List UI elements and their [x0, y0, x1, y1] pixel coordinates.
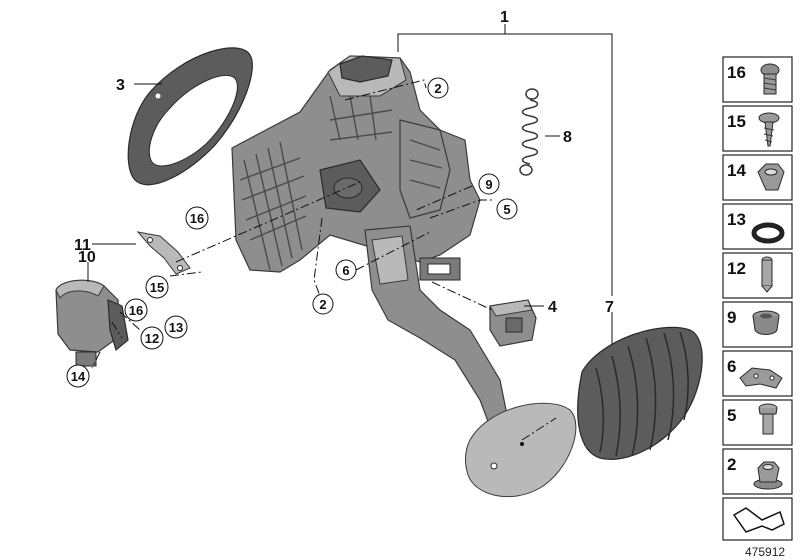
- connector-part: [489, 299, 537, 347]
- ref-9: 9: [478, 173, 500, 195]
- legend-cell-12: 12: [722, 252, 793, 299]
- svg-text:2: 2: [727, 455, 736, 474]
- ref-14: 14: [66, 364, 90, 388]
- svg-text:14: 14: [727, 161, 746, 180]
- svg-text:15: 15: [727, 112, 746, 131]
- svg-text:2: 2: [434, 81, 441, 96]
- svg-text:12: 12: [145, 331, 159, 346]
- o-ring-icon: [751, 222, 785, 244]
- return-spring-part: [519, 88, 539, 176]
- pedal-plate-part: [465, 402, 577, 498]
- hex-nut-icon: [757, 163, 785, 191]
- dashed-leader-lines: [91, 79, 557, 441]
- callout-11: 11: [74, 237, 91, 254]
- pin-icon: [761, 256, 773, 293]
- pedal-sensor-part: [55, 279, 129, 367]
- legend-cell-16: 16: [722, 56, 793, 103]
- ref-13: 13: [164, 315, 188, 339]
- bushing-icon: [752, 310, 780, 335]
- svg-text:12: 12: [727, 259, 746, 278]
- callout-10-label: 10: [78, 249, 96, 266]
- self-tapping-screw-icon: [758, 112, 780, 147]
- legend-cell-15: 15: [722, 105, 793, 152]
- ref-15: 15: [145, 275, 169, 299]
- svg-text:2: 2: [319, 297, 326, 312]
- ref-12: 12: [140, 326, 164, 350]
- clip-icon: [739, 367, 783, 389]
- legend-cell-14: 14: [722, 154, 793, 201]
- svg-text:16: 16: [190, 211, 204, 226]
- doc-number: 475912: [745, 545, 785, 559]
- callout-3: 3: [116, 77, 125, 94]
- ref-6: 6: [335, 259, 357, 281]
- gasket-part: [127, 47, 253, 186]
- pedal-bracket-part: [231, 55, 511, 441]
- svg-text:13: 13: [727, 210, 746, 229]
- ref-16-top: 16: [185, 206, 209, 230]
- svg-text:14: 14: [71, 369, 86, 384]
- ref-2-bottom: 2: [312, 293, 334, 315]
- legend-cell-2: 2: [722, 448, 793, 495]
- flange-nut-icon: [753, 461, 783, 490]
- svg-text:9: 9: [485, 177, 492, 192]
- svg-text:16: 16: [727, 63, 746, 82]
- callout-4: 4: [548, 299, 557, 316]
- svg-text:5: 5: [503, 202, 510, 217]
- svg-text:15: 15: [150, 280, 164, 295]
- ref-5: 5: [496, 198, 518, 220]
- callout-1: 1: [500, 9, 509, 26]
- direction-arrow-icon: [732, 507, 785, 533]
- svg-text:5: 5: [727, 406, 736, 425]
- legend-cell-5: 5: [722, 399, 793, 446]
- callout-8: 8: [563, 129, 572, 146]
- pedal-pad-part: [577, 326, 703, 460]
- ref-callouts: 2 9 5 6 2 16 15 16: [66, 77, 518, 388]
- legend-cell-13: 13: [722, 203, 793, 250]
- leader-lines: [87, 24, 613, 345]
- ref-2-top: 2: [427, 77, 449, 99]
- legend-cell-9: 9: [722, 301, 793, 348]
- svg-text:13: 13: [169, 320, 183, 335]
- legend-cell-arrow: [722, 497, 793, 541]
- svg-text:6: 6: [727, 357, 736, 376]
- callout-7: 7: [605, 299, 614, 316]
- torx-bolt-icon: [760, 63, 780, 95]
- parts-legend: 16 15 14: [722, 56, 793, 541]
- legend-cell-6: 6: [722, 350, 793, 397]
- svg-text:9: 9: [727, 308, 736, 327]
- main-callouts: 1 3 8 4 7 11 10: [74, 9, 614, 316]
- sensor-bracket-part: [136, 231, 191, 275]
- svg-text:6: 6: [342, 263, 349, 278]
- shoulder-bolt-icon: [758, 403, 778, 435]
- svg-text:16: 16: [129, 303, 143, 318]
- ref-16-left: 16: [124, 298, 148, 322]
